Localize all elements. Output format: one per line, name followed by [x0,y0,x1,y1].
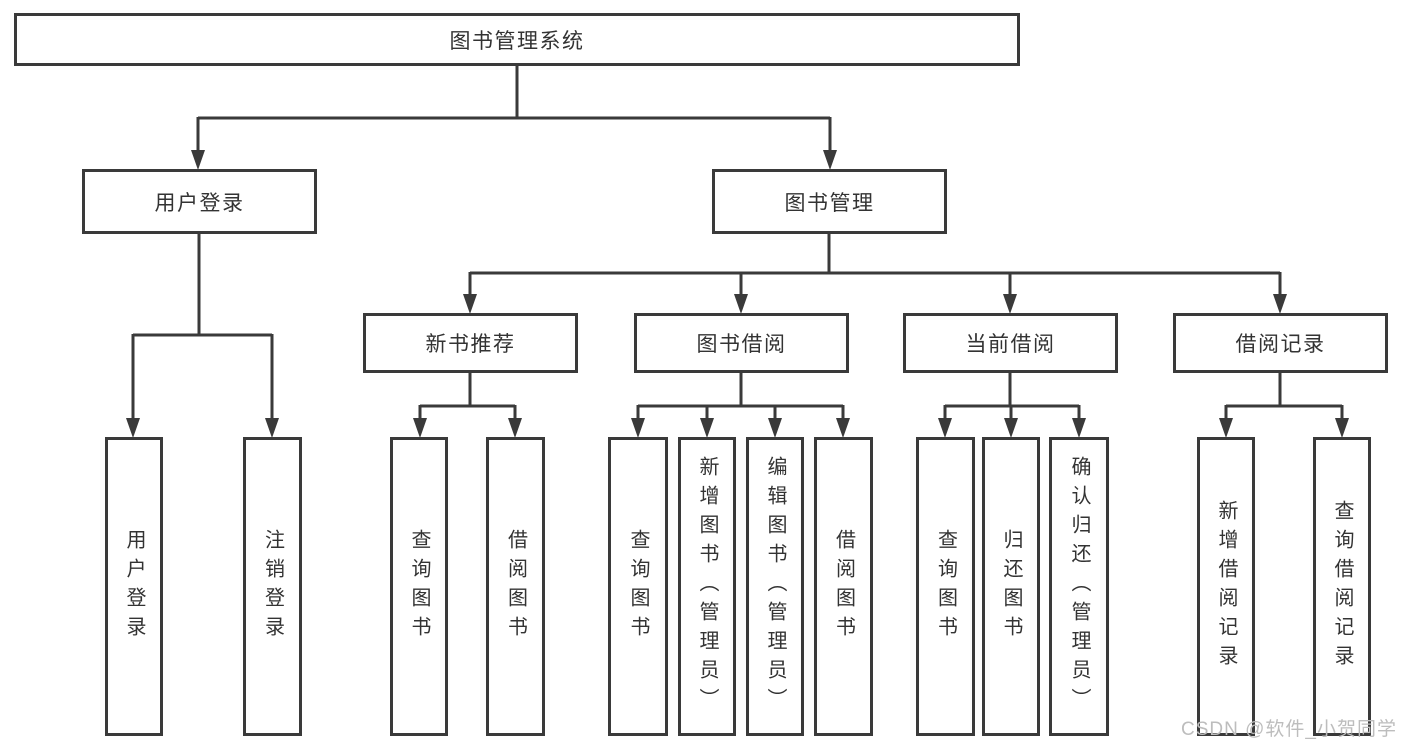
leaf-return-books: 归还图书 [982,437,1040,736]
node-root: 图书管理系统 [14,13,1020,66]
leaf-query-borrow-record-label: 查询借阅记录 [1331,499,1353,674]
leaf-query-books-borrow-label: 查询图书 [627,528,649,645]
connector-book-borrow-children [636,373,845,422]
arrow-down-icon [938,418,952,438]
arrow-down-icon [1335,418,1349,438]
node-user-login-label: 用户登录 [154,191,245,215]
leaf-query-books-current: 查询图书 [916,437,975,736]
leaf-borrow-books: 借阅图书 [814,437,873,736]
leaf-query-books-recommend-label: 查询图书 [408,528,430,645]
leaf-borrow-books-label: 借阅图书 [832,528,855,645]
node-root-label: 图书管理系统 [449,29,585,53]
leaf-logout: 注销登录 [243,437,302,736]
leaf-query-borrow-record: 查询借阅记录 [1313,437,1371,736]
leaf-edit-book-admin-label: 编辑图书（管理员） [764,456,786,717]
leaf-borrow-books-recommend-label: 借阅图书 [504,528,527,645]
arrow-down-icon [1219,418,1233,438]
arrow-down-icon [768,418,782,438]
node-current-borrow-label: 当前借阅 [965,333,1056,356]
node-book-borrow: 图书借阅 [634,313,849,373]
connector-new-book-children [418,373,517,422]
leaf-return-books-label: 归还图书 [1000,528,1022,645]
connector-user-login-children [131,234,274,422]
arrow-down-icon [631,418,645,438]
connector-root-to-level2 [196,66,832,154]
arrow-down-icon [734,294,748,314]
connector-borrow-records-children [1224,373,1344,422]
leaf-confirm-return-admin: 确认归还（管理员） [1049,437,1109,736]
arrow-down-icon [823,150,837,170]
leaf-add-borrow-record-label: 新增借阅记录 [1215,499,1237,674]
arrow-down-icon [126,418,140,438]
arrowheads [126,150,1349,438]
leaf-user-login-label: 用户登录 [123,528,145,645]
node-user-login: 用户登录 [82,169,317,234]
node-book-management: 图书管理 [712,169,947,234]
arrow-down-icon [836,418,850,438]
leaf-query-books-current-label: 查询图书 [934,528,957,645]
leaf-borrow-books-recommend: 借阅图书 [486,437,545,736]
connector-current-borrow-children [943,373,1081,422]
leaf-query-books-borrow: 查询图书 [608,437,668,736]
arrow-down-icon [700,418,714,438]
arrow-down-icon [413,418,427,438]
arrow-down-icon [1003,294,1017,314]
leaf-add-book-admin: 新增图书（管理员） [678,437,736,736]
arrow-down-icon [463,294,477,314]
node-new-book-recommend: 新书推荐 [363,313,578,373]
leaf-user-login: 用户登录 [105,437,163,736]
node-new-book-recommend-label: 新书推荐 [425,333,516,356]
node-current-borrow: 当前借阅 [903,313,1118,373]
leaf-confirm-return-admin-label: 确认归还（管理员） [1068,456,1090,717]
node-borrow-records-label: 借阅记录 [1235,333,1326,356]
node-book-borrow-label: 图书借阅 [696,333,787,356]
arrow-down-icon [191,150,205,170]
node-borrow-records: 借阅记录 [1173,313,1388,373]
csdn-watermark: CSDN @软件_小贺同学 [1181,719,1397,740]
connector-book-management-children [468,234,1282,298]
arrow-down-icon [508,418,522,438]
connector-paths [131,66,1344,422]
node-book-management-label: 图书管理 [784,191,875,215]
leaf-logout-label: 注销登录 [261,528,284,645]
leaf-query-books-recommend: 查询图书 [390,437,448,736]
arrow-down-icon [1072,418,1086,438]
leaf-edit-book-admin: 编辑图书（管理员） [746,437,804,736]
arrow-down-icon [265,418,279,438]
arrow-down-icon [1273,294,1287,314]
leaf-add-book-admin-label: 新增图书（管理员） [696,456,718,717]
arrow-down-icon [1004,418,1018,438]
leaf-add-borrow-record: 新增借阅记录 [1197,437,1255,736]
